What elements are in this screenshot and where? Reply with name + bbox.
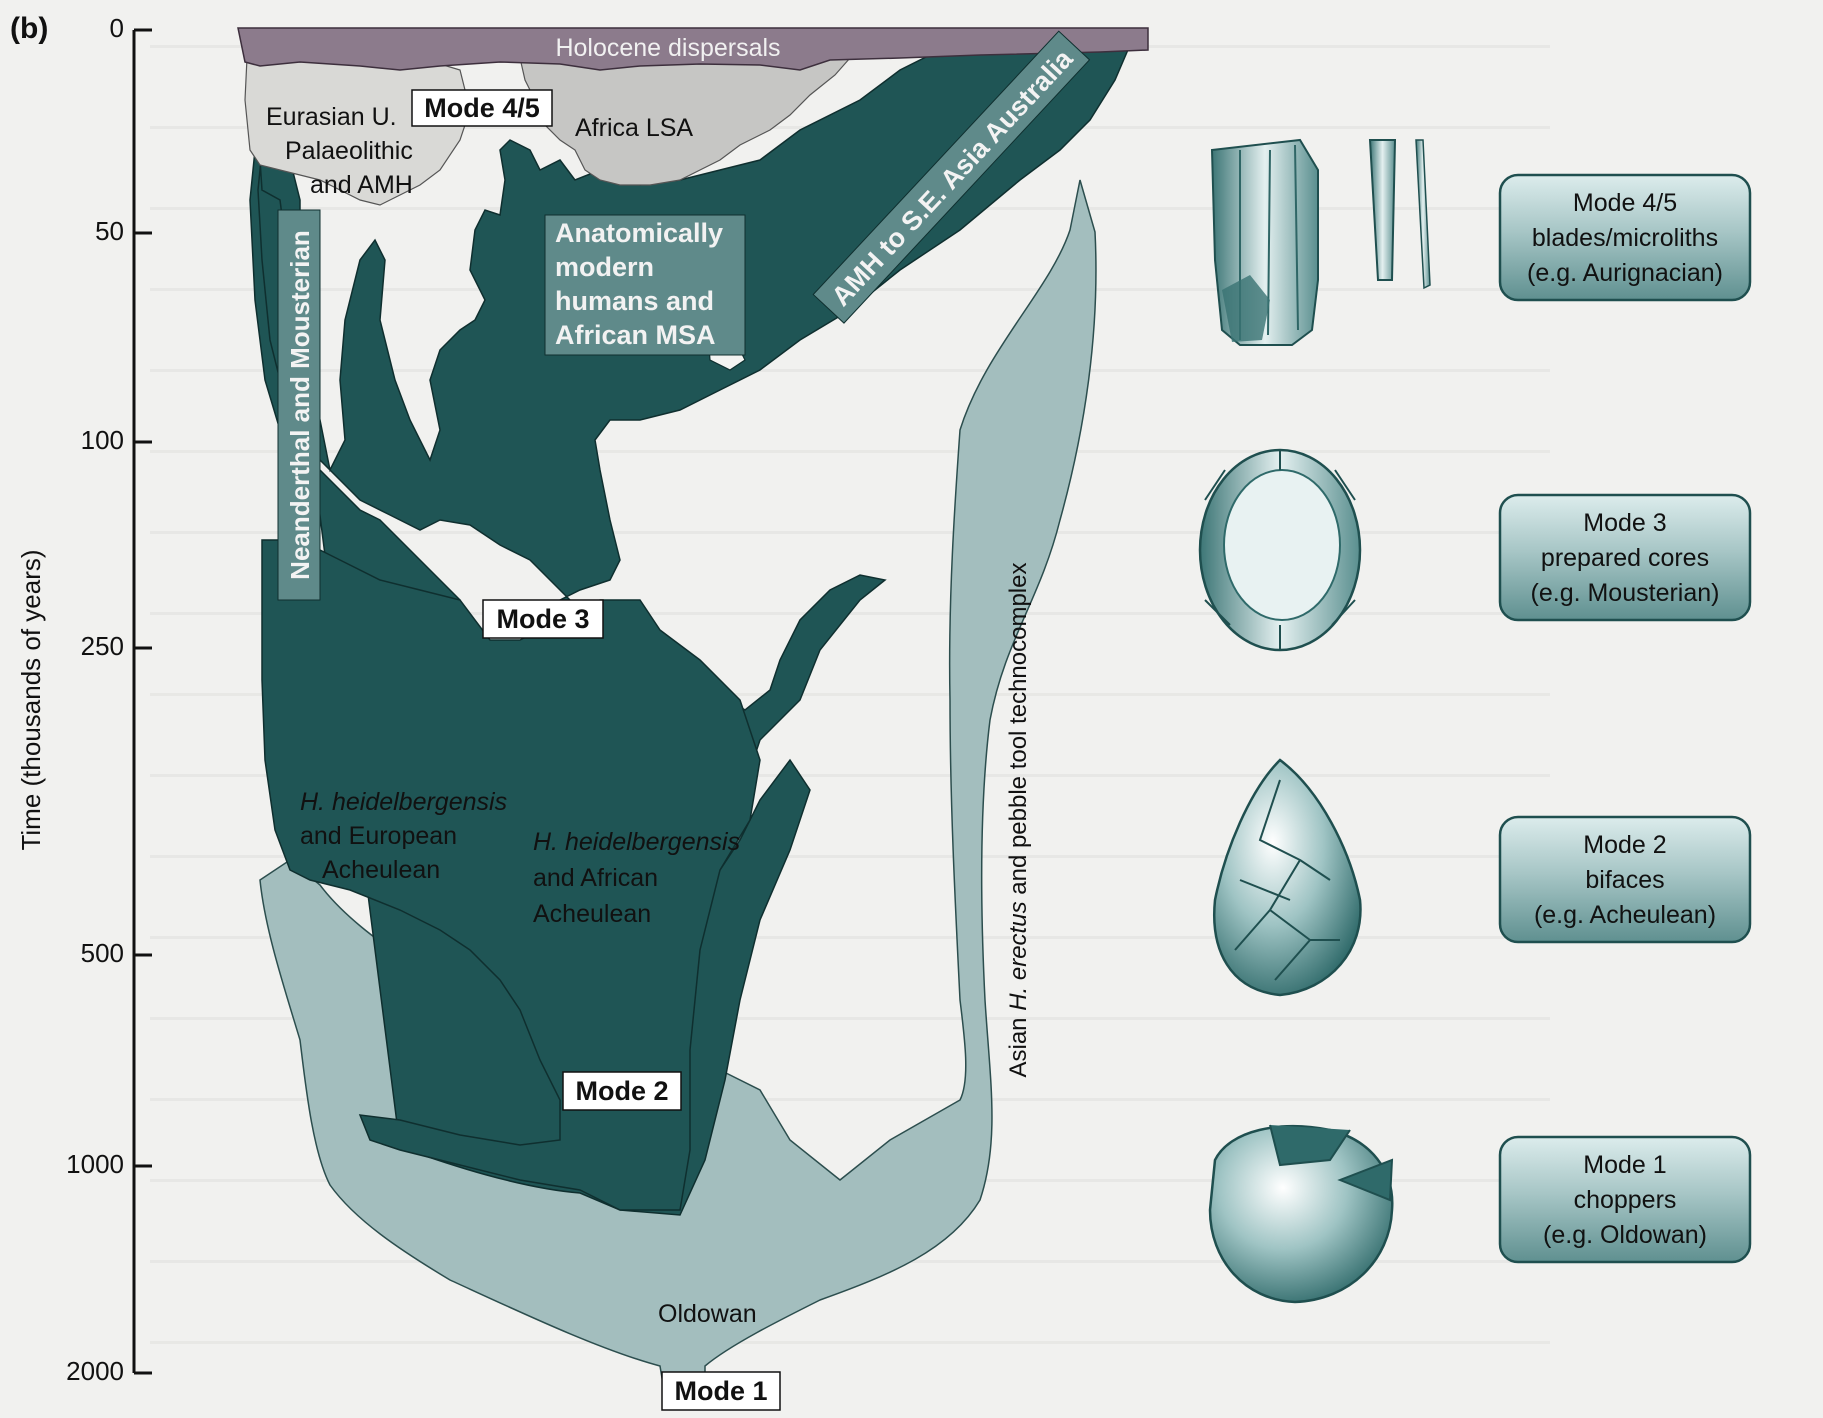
neanderthal-label: Neanderthal and Mousterian [285, 230, 315, 580]
heid-eu-label-line2: and European [300, 822, 457, 850]
heid-af-label-line2: and African [533, 864, 658, 892]
mode2-label-box: Mode 2 [563, 1072, 681, 1110]
mode3-box-line3: (e.g. Mousterian) [1531, 579, 1720, 607]
heid-af-label-line1: H. heidelbergensis [533, 828, 740, 856]
amh-label-line3: humans and [555, 286, 714, 316]
amh-label-line4: African MSA [555, 320, 716, 350]
africa-lsa-label: Africa LSA [575, 114, 693, 142]
eurasian-label-line1: Eurasian U. [266, 103, 397, 131]
eurasian-label-line3: and AMH [310, 171, 413, 199]
mode45-label-box: Mode 4/5 [412, 90, 552, 126]
mode3-box-line2: prepared cores [1541, 544, 1709, 572]
asian-erectus-label: Asian H. erectus and pebble tool technoc… [1005, 563, 1032, 1078]
eurasian-label-line2: Palaeolithic [285, 137, 413, 165]
tick-label-2000: 2000 [66, 1356, 124, 1386]
mode1-box-line3: (e.g. Oldowan) [1543, 1221, 1707, 1249]
mode2-box-line2: bifaces [1585, 866, 1664, 894]
holocene-label: Holocene dispersals [555, 34, 780, 62]
tick-label-100: 100 [81, 425, 124, 455]
axis-title: Time (thousands of years) [16, 549, 46, 850]
mode1-label: Mode 1 [674, 1376, 767, 1406]
mode3-label: Mode 3 [496, 604, 589, 634]
tick-label-250: 250 [81, 631, 124, 661]
mode45-description-box: Mode 4/5 blades/microliths (e.g. Aurigna… [1500, 175, 1750, 300]
tick-label-50: 50 [95, 216, 124, 246]
mode3-description-box: Mode 3 prepared cores (e.g. Mousterian) [1500, 495, 1750, 620]
oldowan-label: Oldowan [658, 1300, 757, 1328]
mode2-label: Mode 2 [575, 1076, 668, 1106]
mode2-box-line1: Mode 2 [1583, 831, 1666, 859]
heid-af-label-line3: Acheulean [533, 900, 651, 928]
mode3-label-box: Mode 3 [483, 600, 603, 638]
mode45-box-line1: Mode 4/5 [1573, 189, 1677, 217]
mode1-description-box: Mode 1 choppers (e.g. Oldowan) [1500, 1137, 1750, 1262]
mode2-description-box: Mode 2 bifaces (e.g. Acheulean) [1500, 817, 1750, 942]
mode45-label: Mode 4/5 [424, 93, 540, 123]
mode1-box-line1: Mode 1 [1583, 1151, 1666, 1179]
amh-label-line1: Anatomically [555, 218, 723, 248]
mode3-box-line1: Mode 3 [1583, 509, 1666, 537]
mode45-box-line3: (e.g. Aurignacian) [1527, 259, 1723, 287]
heid-eu-label-line3: Acheulean [322, 856, 440, 884]
mode1-label-box: Mode 1 [662, 1372, 780, 1410]
mode45-box-line2: blades/microliths [1532, 224, 1718, 252]
neanderthal-band: Neanderthal and Mousterian [278, 210, 320, 600]
amh-label-line2: modern [555, 252, 654, 282]
prepared-core-icon [1200, 450, 1360, 650]
panel-label: (b) [10, 12, 48, 45]
mode2-box-line3: (e.g. Acheulean) [1534, 901, 1716, 929]
tick-label-0: 0 [110, 13, 124, 43]
mode1-box-line2: choppers [1574, 1186, 1677, 1214]
heid-eu-label-line1: H. heidelbergensis [300, 788, 507, 816]
tick-label-500: 500 [81, 938, 124, 968]
tick-label-1000: 1000 [66, 1149, 124, 1179]
